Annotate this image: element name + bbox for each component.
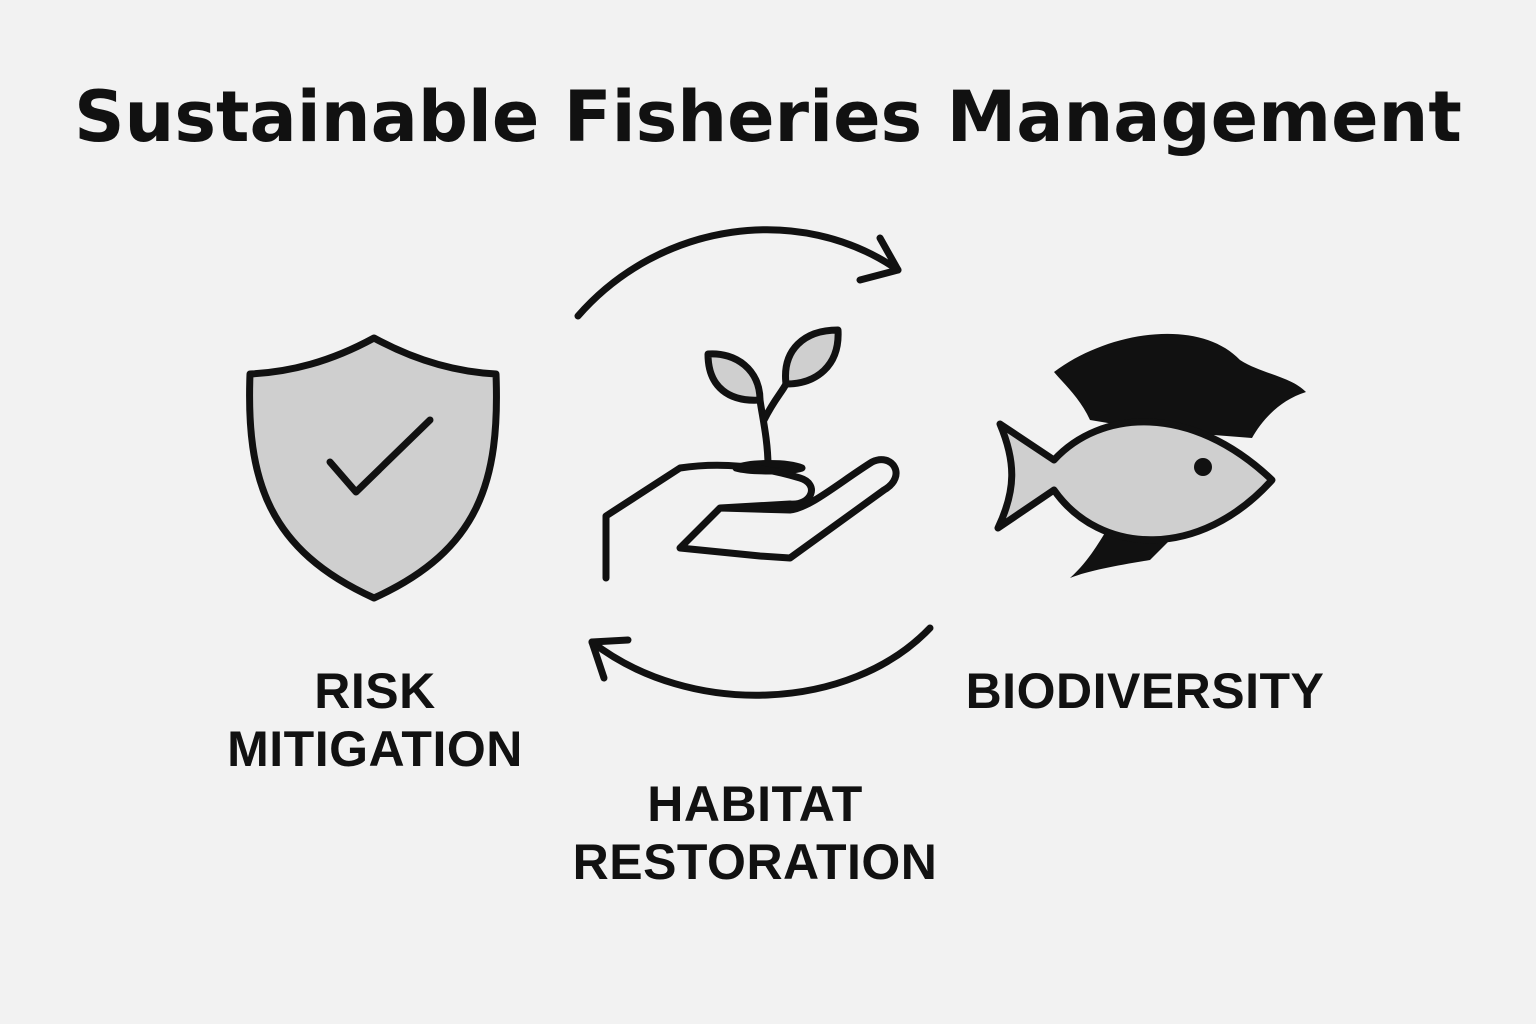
- risk-label-line2: MITIGATION: [227, 721, 523, 777]
- checkmark-icon: [326, 416, 434, 496]
- hand-seedling-icon: [602, 326, 900, 582]
- risk-mitigation-label: RISK MITIGATION: [200, 662, 550, 778]
- habitat-restoration-label: HABITAT RESTORATION: [540, 775, 970, 891]
- top-arc-arrow: [574, 226, 902, 320]
- habitat-label-line1: HABITAT: [647, 776, 863, 832]
- biodiversity-label-text: BIODIVERSITY: [965, 663, 1325, 719]
- bottom-arrowhead-icon: [588, 636, 632, 682]
- bottom-arc-arrow: [588, 624, 934, 699]
- habitat-label-line2: RESTORATION: [572, 834, 938, 890]
- biodiversity-label: BIODIVERSITY: [940, 662, 1350, 720]
- top-arrowhead-icon: [856, 234, 902, 284]
- shield-check-icon: [246, 334, 500, 602]
- risk-label-line1: RISK: [314, 663, 436, 719]
- shield-icon: [246, 334, 500, 602]
- leaf-right-icon: [782, 326, 842, 388]
- dorsal-fin-icon: [1054, 333, 1306, 438]
- page-title: Sustainable Fisheries Management: [74, 76, 1462, 158]
- fish-body-icon: [994, 418, 1276, 544]
- cycle-arrows: [574, 226, 934, 699]
- fish-eye-icon: [1194, 458, 1212, 476]
- seedling-stem-icon: [756, 380, 790, 470]
- hand-icon: [602, 456, 900, 582]
- leaf-left-icon: [704, 350, 764, 404]
- fish-icon: [994, 333, 1306, 578]
